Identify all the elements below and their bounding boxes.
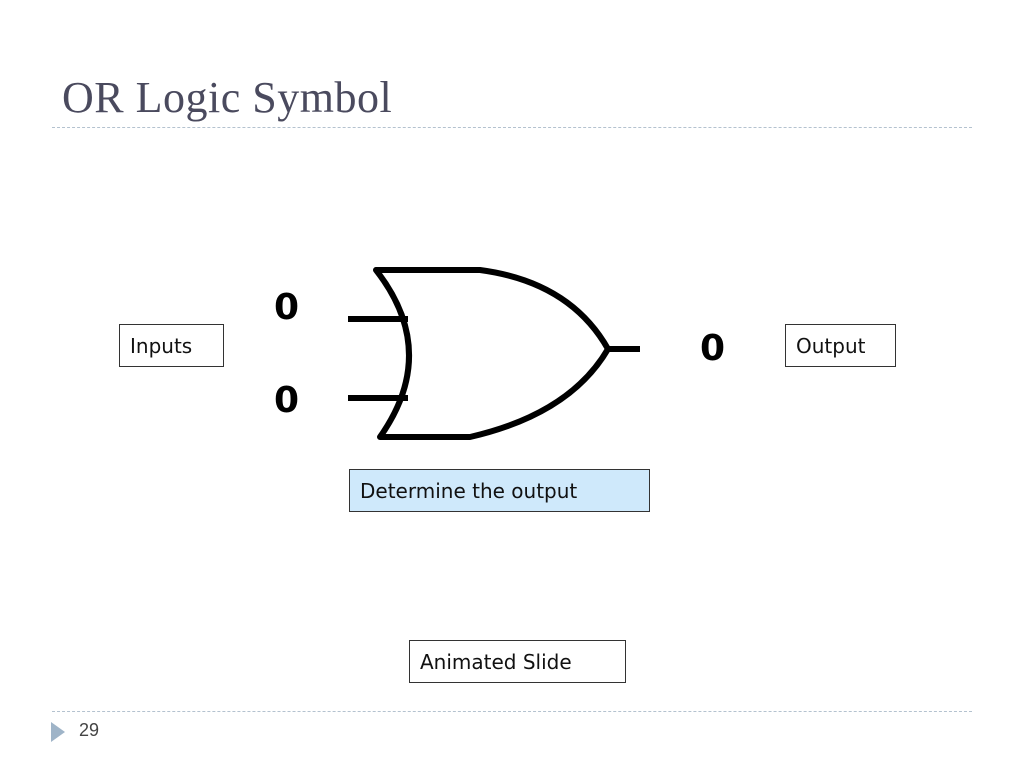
footer-divider [52,711,972,712]
inputs-label: Inputs [130,333,193,358]
or-gate-symbol [348,267,640,440]
inputs-label-box: Inputs [119,324,224,367]
output-label-box: Output [785,324,896,367]
title-divider [52,127,972,128]
animated-slide-note: Animated Slide [409,640,626,683]
input-a-value: 0 [274,287,300,328]
play-triangle-icon [51,722,65,742]
or-gate-body [373,267,611,440]
determine-output-prompt: Determine the output [349,469,650,512]
output-value: 0 [700,328,726,369]
prompt-text: Determine the output [360,478,578,503]
input-b-value: 0 [274,380,300,421]
page-number: 29 [79,720,100,740]
slide-title: OR Logic Symbol [62,73,393,122]
animated-slide-text: Animated Slide [420,649,572,674]
output-label: Output [796,333,866,358]
